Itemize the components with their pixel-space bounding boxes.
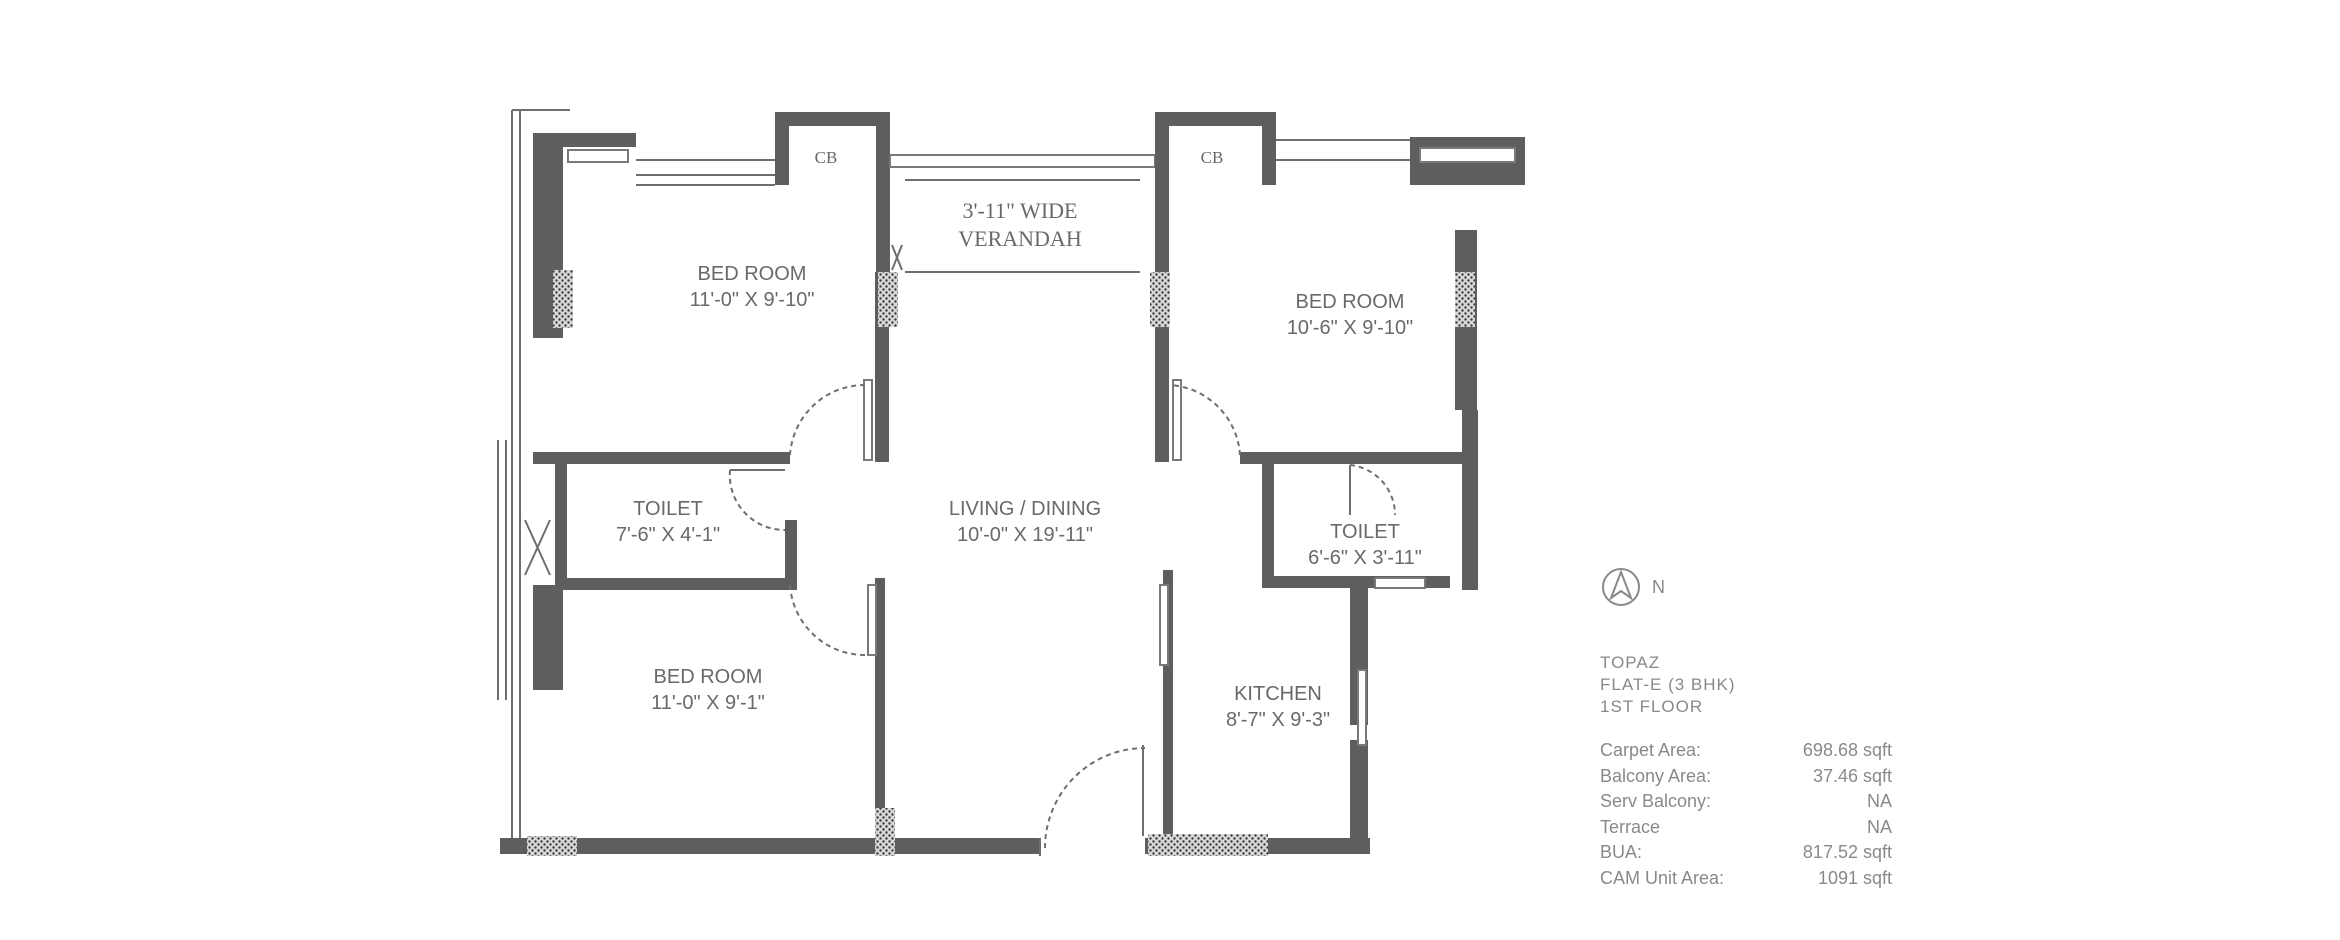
door-swings	[728, 383, 1397, 856]
unit-floor: 1ST FLOOR	[1600, 697, 1704, 716]
area-label: Carpet Area:	[1600, 740, 1702, 760]
verandah-line2: VERANDAH	[958, 226, 1082, 251]
compass-label: N	[1652, 576, 1665, 597]
bedroom1-dims: 11'-0" X 9'-10"	[690, 289, 815, 311]
unit-flat: FLAT-E (3 BHK)	[1600, 675, 1736, 694]
area-row: CAM Unit Area: 1091 sqft	[1600, 866, 1892, 892]
area-value: 1091 sqft	[1817, 867, 1892, 888]
toilet1-name: TOILET	[633, 498, 703, 520]
area-row: Balcony Area: 37.46 sqft	[1600, 764, 1892, 790]
north-compass: N	[1600, 566, 1665, 608]
area-value: 37.46 sqft	[1812, 765, 1892, 786]
unit-info: TOPAZ FLAT-E (3 BHK) 1ST FLOOR	[1600, 652, 1736, 718]
living-dims: 10'-0" X 19'-11"	[957, 524, 1093, 546]
area-table: Carpet Area: 698.68 sqft Balcony Area: 37.…	[1600, 738, 1892, 891]
cb2-label: CB	[1201, 148, 1224, 167]
area-label: Balcony Area:	[1600, 765, 1712, 786]
toilet1-dims: 7'-6" X 4'-1"	[616, 524, 720, 546]
area-label: BUA:	[1600, 842, 1643, 862]
area-value: NA	[1866, 791, 1892, 811]
area-label: Serv Balcony:	[1600, 791, 1712, 811]
area-label: CAM Unit Area:	[1600, 867, 1725, 888]
bedroom3-name: BED ROOM	[654, 666, 763, 688]
room-labels: CB CB 3'-11" WIDE VERANDAH BED ROOM 11'-…	[616, 148, 1422, 731]
columns	[527, 270, 1475, 856]
area-row: Serv Balcony: NA	[1600, 789, 1892, 815]
area-label: Terrace	[1600, 816, 1661, 837]
unit-name: TOPAZ	[1600, 653, 1661, 672]
bedroom2-name: BED ROOM	[1296, 291, 1405, 313]
area-value: 817.52 sqft	[1802, 842, 1892, 862]
bedroom1-name: BED ROOM	[698, 263, 807, 285]
verandah-line1: 3'-11" WIDE	[963, 198, 1078, 223]
toilet2-dims: 6'-6" X 3'-11"	[1308, 547, 1422, 569]
toilet2-name: TOILET	[1330, 521, 1400, 543]
compass-icon	[1602, 568, 1640, 606]
windows	[863, 379, 1426, 836]
living-name: LIVING / DINING	[949, 498, 1101, 520]
area-row: BUA: 817.52 sqft	[1600, 840, 1892, 866]
cross-marks	[524, 244, 903, 576]
kitchen-dims: 8'-7" X 9'-3"	[1226, 709, 1330, 731]
kitchen-name: KITCHEN	[1234, 683, 1322, 705]
bedroom3-dims: 11'-0" X 9'-1"	[651, 692, 765, 714]
left-railing	[497, 109, 570, 840]
area-row: Terrace NA	[1600, 815, 1892, 841]
area-row: Carpet Area: 698.68 sqft	[1600, 738, 1892, 764]
area-value: NA	[1866, 816, 1892, 837]
walls	[500, 112, 1525, 854]
bedroom2-dims: 10'-6" X 9'-10"	[1287, 317, 1413, 339]
cb1-label: CB	[815, 148, 838, 167]
area-value: 698.68 sqft	[1802, 740, 1892, 760]
